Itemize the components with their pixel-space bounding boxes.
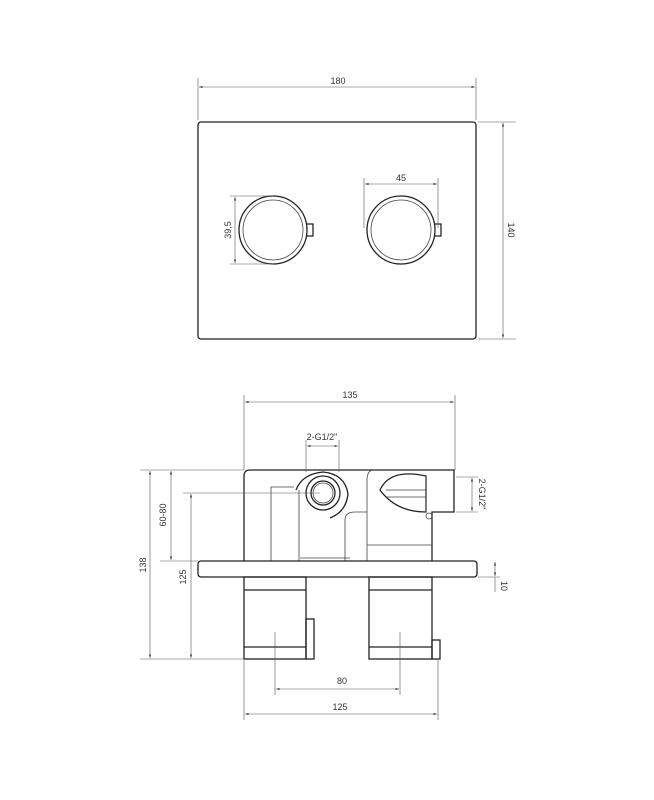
dim-ring-diameter: 39,5 <box>223 221 233 239</box>
left-handle <box>243 576 315 660</box>
valve-body <box>243 469 455 561</box>
cover-plate-side <box>197 560 478 578</box>
top-view: 180 140 39,5 45 <box>197 76 516 340</box>
dim-handle-spacing: 80 <box>337 676 347 686</box>
dim-axis-depth: 125 <box>178 569 188 584</box>
dim-width-180: 180 <box>330 76 345 86</box>
dim-height-140: 140 <box>506 222 516 237</box>
dim-total-depth: 138 <box>138 557 148 572</box>
front-view: 135 2-G1/2" 2-G1/2" 138 60-80 125 10 80 <box>138 390 509 720</box>
dim-outlet-top: 2-G1/2" <box>307 432 338 442</box>
right-handle <box>368 576 441 660</box>
cover-plate <box>197 121 477 340</box>
dim-embed-depth: 60-80 <box>158 503 168 526</box>
dim-plate-thickness: 10 <box>499 581 509 591</box>
dim-bottom-width: 125 <box>332 702 347 712</box>
left-ring <box>238 195 314 265</box>
dim-outlet-side: 2-G1/2" <box>477 479 487 510</box>
dim-ring-spacing: 45 <box>396 173 406 183</box>
dim-body-width: 135 <box>342 390 357 400</box>
right-ring <box>366 195 442 265</box>
